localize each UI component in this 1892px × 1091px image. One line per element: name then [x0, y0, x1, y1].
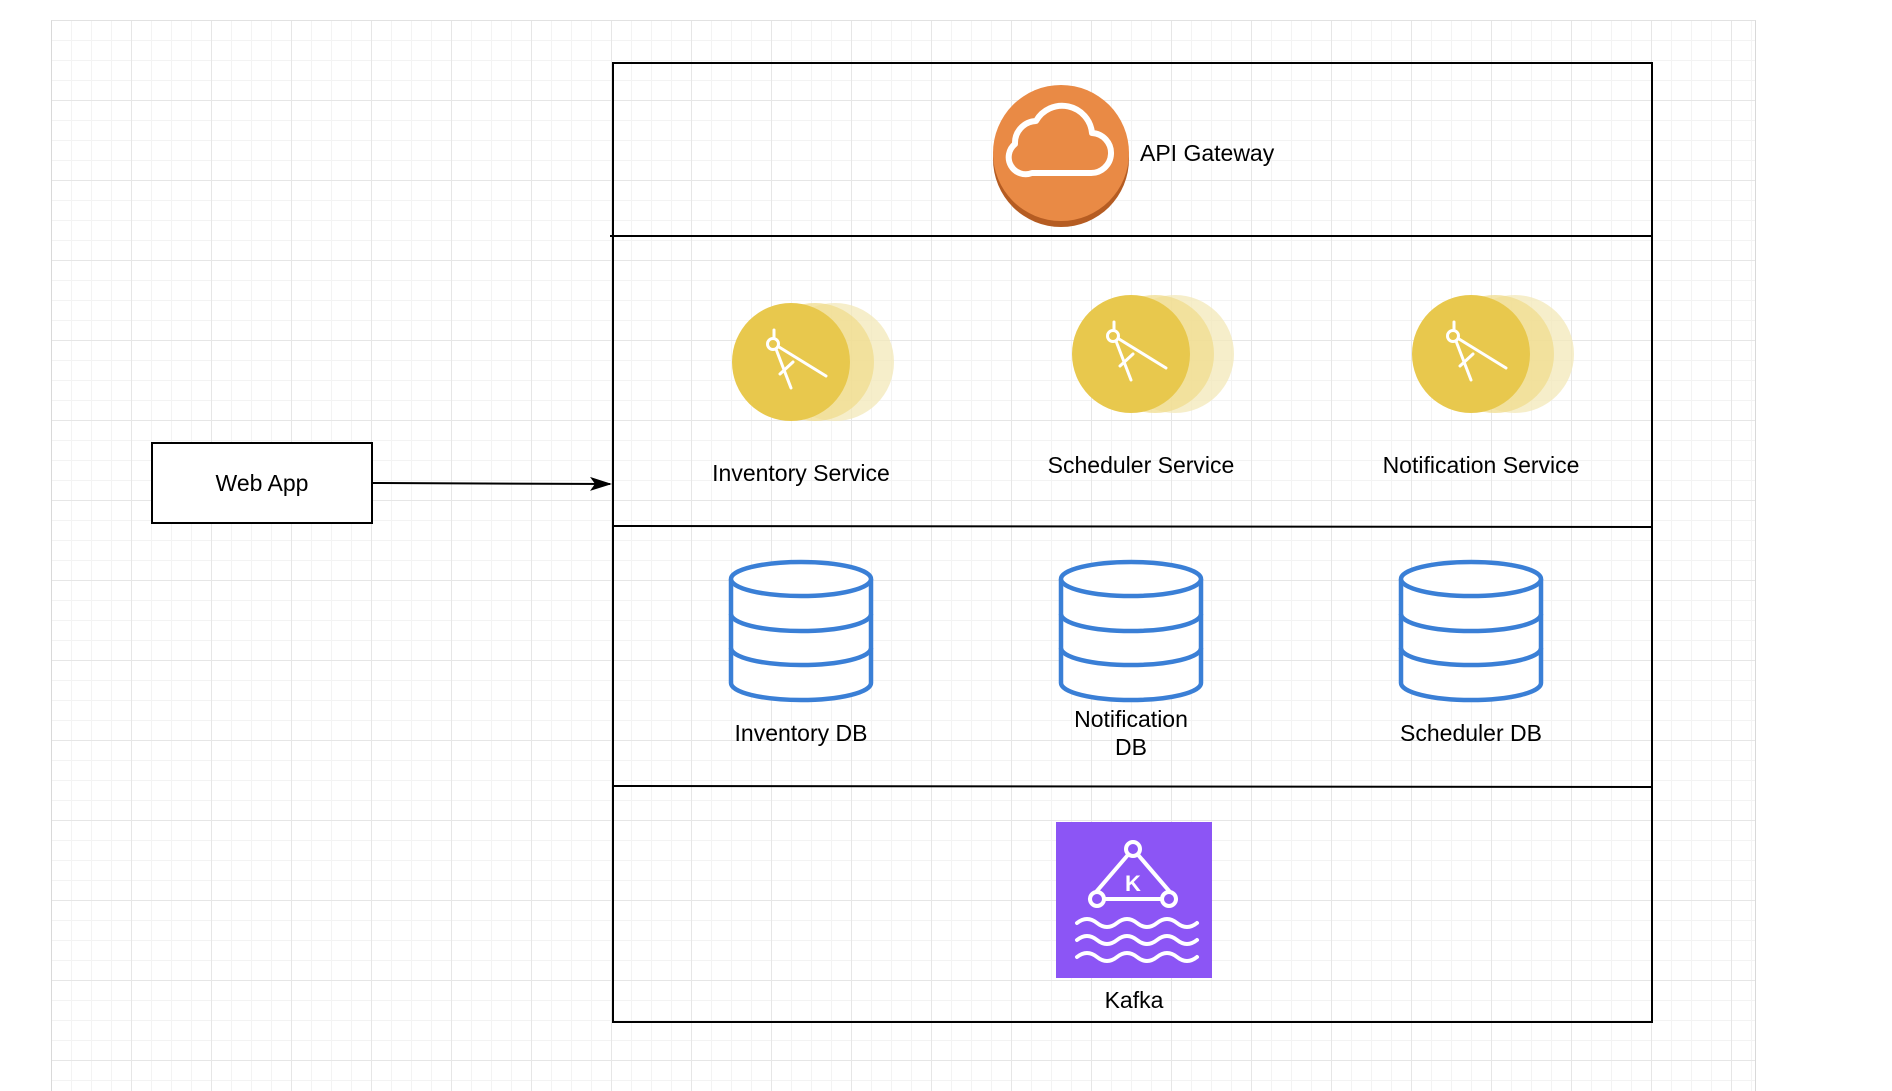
web-app-to-system-arrow[interactable]	[372, 476, 612, 491]
kafka-icon: K	[1075, 840, 1199, 963]
database-icon	[1061, 562, 1201, 700]
notification-service-label: Notification Service	[1382, 452, 1580, 478]
notification-db-label: Notification DB	[1074, 706, 1188, 760]
cloud-icon	[1005, 102, 1115, 178]
scheduler-db-label: Scheduler DB	[1400, 720, 1542, 746]
inventory-db-node[interactable]	[731, 562, 871, 700]
kafka-node[interactable]: K	[1056, 822, 1212, 978]
inventory-service-node[interactable]	[732, 303, 894, 421]
database-icon	[1401, 562, 1541, 700]
web-app-label: Web App	[215, 470, 309, 496]
kafka-label: Kafka	[1104, 987, 1164, 1013]
scheduler-service-label: Scheduler Service	[1047, 452, 1235, 478]
database-icon	[731, 562, 871, 700]
web-app-box[interactable]	[151, 442, 373, 524]
scheduler-service-node[interactable]	[1072, 295, 1234, 413]
layer-divider-databases	[612, 785, 1653, 788]
notification-service-node[interactable]	[1412, 295, 1574, 413]
layer-divider-services	[612, 525, 1653, 528]
inventory-db-label: Inventory DB	[734, 720, 868, 746]
system-container[interactable]	[612, 62, 1653, 1023]
api-gateway-label: API Gateway	[1140, 140, 1275, 166]
inventory-service-label: Inventory Service	[712, 460, 890, 486]
notification-db-node[interactable]	[1061, 562, 1201, 700]
api-gateway-circle	[993, 85, 1129, 221]
svg-text:K: K	[1125, 871, 1141, 896]
api-gateway-node[interactable]	[993, 85, 1129, 227]
diagram-canvas[interactable]	[51, 20, 1756, 1091]
scheduler-db-node[interactable]	[1401, 562, 1541, 700]
